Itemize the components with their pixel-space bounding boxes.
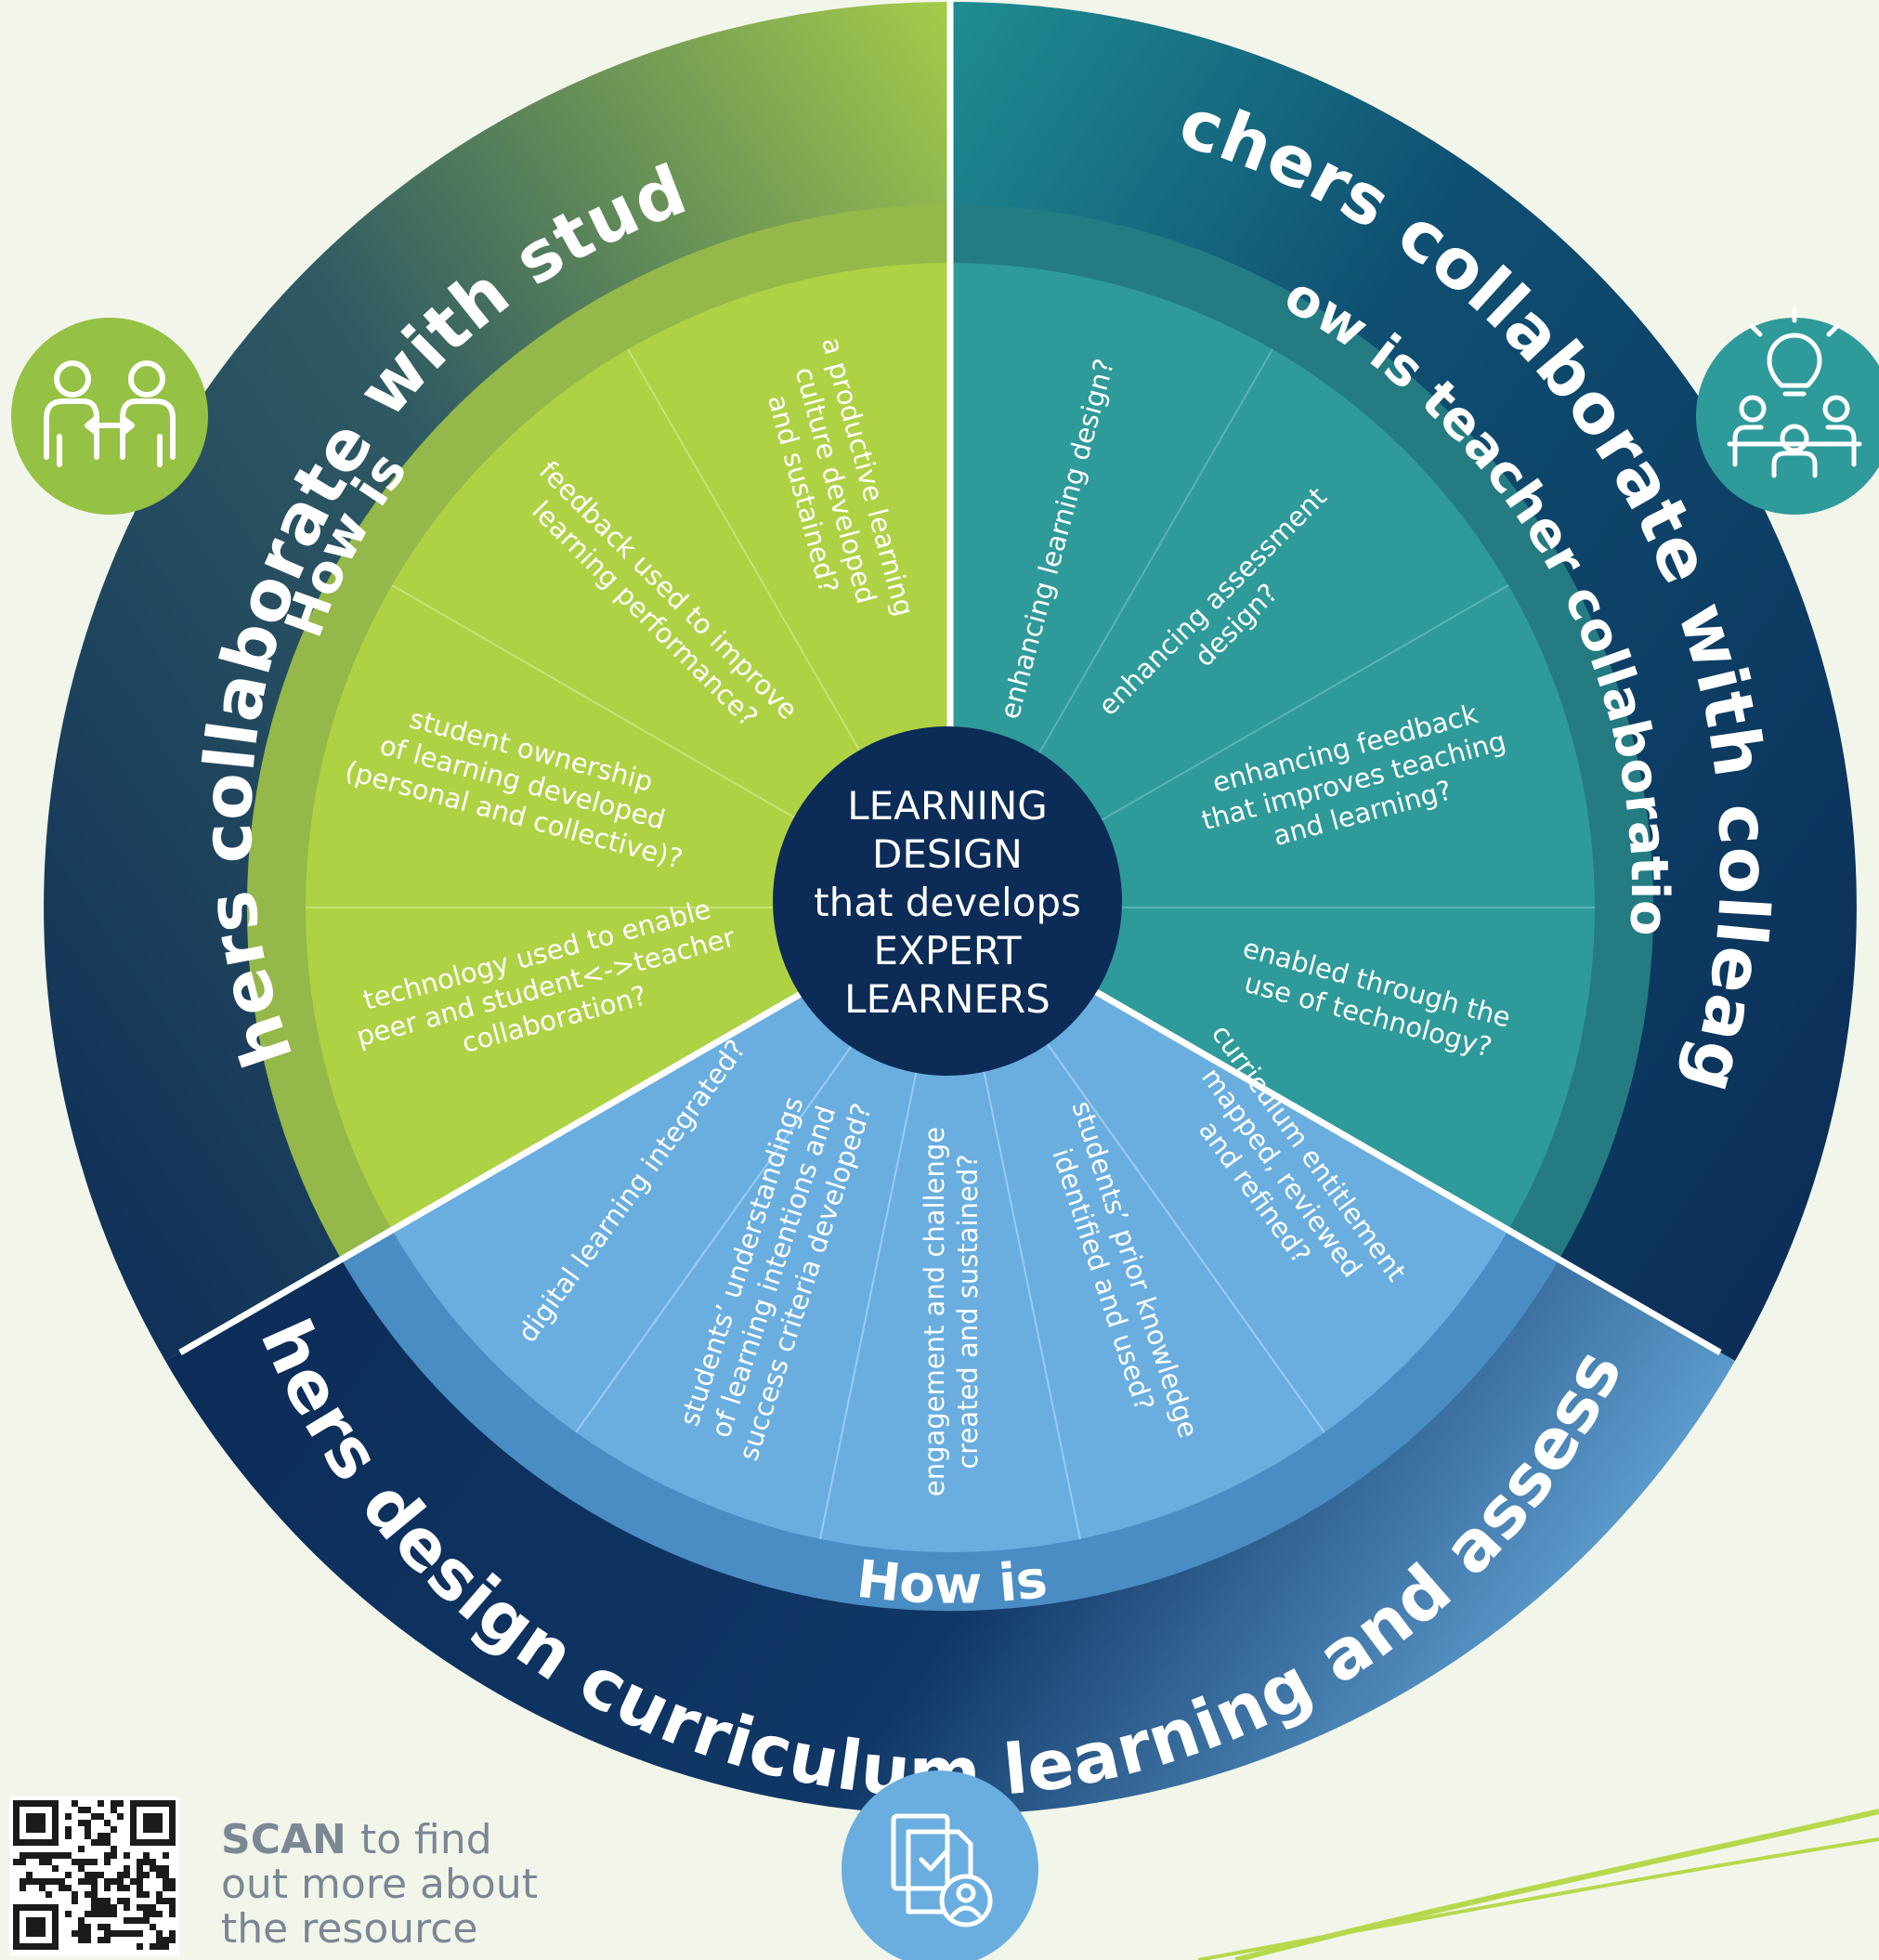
prefix-curriculum: How is xyxy=(854,1549,1050,1616)
scan-line-2: out more about xyxy=(221,1861,538,1908)
center-line-4: EXPERT xyxy=(874,928,1022,973)
svg-text:created and sustained?: created and sustained? xyxy=(952,1154,984,1469)
center-line-1: LEARNING xyxy=(847,783,1048,829)
svg-text:SCAN to find: SCAN to find xyxy=(221,1816,492,1863)
center-line-2: DESIGN xyxy=(872,831,1023,877)
decorative-swoosh xyxy=(1197,1809,1879,1960)
question-student-ownership: student ownership of learning developed … xyxy=(342,702,685,875)
center-hub: LEARNING DESIGN that develops EXPERT LEA… xyxy=(773,726,1122,1076)
scan-line-3: the resource xyxy=(221,1905,478,1953)
scan-caption: SCAN to find out more about the resource xyxy=(221,1816,538,1953)
collaborating-people-icon xyxy=(11,318,208,515)
team-idea-icon xyxy=(1696,307,1879,515)
center-line-5: LEARNERS xyxy=(844,976,1050,1022)
center-line-3: that develops xyxy=(814,880,1081,925)
scan-rest: to find xyxy=(360,1816,492,1863)
svg-text:engagement and challenge: engagement and challenge xyxy=(919,1127,950,1496)
inner-wedges xyxy=(306,263,1595,1552)
qr-code[interactable] xyxy=(9,1797,179,1956)
document-user-icon xyxy=(842,1771,1038,1960)
question-engagement: engagement and challenge created and sus… xyxy=(919,1127,984,1496)
scan-bold: SCAN xyxy=(221,1816,346,1863)
